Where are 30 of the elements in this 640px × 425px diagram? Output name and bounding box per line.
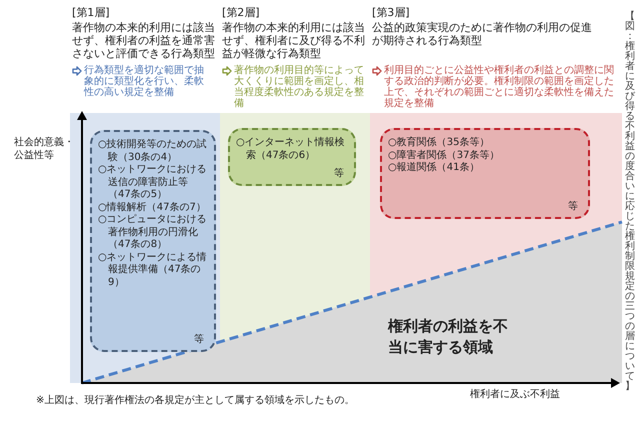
layer-description: 著作物の本来的利用には該当せず、権利者の利益を通常害さないと評価できる行為類型 xyxy=(72,21,216,60)
provision-item: ○ネットワークによる情報提供準備（47条の9） xyxy=(98,252,208,289)
layer-heading: [第2層] xyxy=(222,6,260,19)
provision-item: ○報道関係（41条） xyxy=(388,162,480,174)
region-label: 権利者の利益を不当に害する領域 xyxy=(388,316,514,358)
axis-label: 権利者に及ぶ不利益 xyxy=(470,388,561,401)
layer-description: 著作物の本来的利用には該当せず、権利者に及び得る不利益が軽微な行為類型 xyxy=(222,21,366,60)
provision-item: ○教育関係（35条等） xyxy=(388,137,490,150)
provision-item: ○障害者関係（37条等） xyxy=(388,150,500,162)
etc-text: 等 xyxy=(194,333,204,346)
layer-note: 行為類型を適切な範囲で抽象的に類型化を行い、柔軟性の高い規定を整備 xyxy=(84,65,205,98)
layer-note: 著作物の利用目的等によって大くくりに範囲を画定し、相当程度柔軟性のある規定を整備 xyxy=(234,65,365,109)
provision-item: ○インターネット情報検索（47条の6） xyxy=(236,137,346,162)
footnote: ※上図は、現行著作権法の各規定が主として属する領域を示したもの。 xyxy=(36,394,354,407)
layer-description: 公益的政策実現のために著作物の利用の促進が期待される行為類型 xyxy=(372,21,593,47)
etc-text: 等 xyxy=(568,200,578,213)
provision-item: ○情報解析（47条の7） xyxy=(98,202,207,214)
etc-text: 等 xyxy=(334,167,344,180)
axis-label: 社会的意義・公益性等 xyxy=(14,136,75,162)
provision-box xyxy=(90,130,216,352)
layer-heading: [第3層] xyxy=(372,6,410,19)
provision-item: ○ネットワークにおける送信の障害防止等（47条の5） xyxy=(98,164,208,202)
provision-item: ○コンピュータにおける著作物利用の円滑化（47条の8） xyxy=(98,214,208,252)
provision-item: ○技術開発等のための試験（30条の4） xyxy=(98,139,208,164)
provision-box xyxy=(380,128,590,219)
layer-heading: [第1層] xyxy=(72,6,110,19)
vertical-title: 【図：権利者に及び得る不利益の度合いに応じた権利制限規定の三つの層について】 xyxy=(624,12,636,392)
layer-band xyxy=(370,6,622,220)
provision-box xyxy=(228,128,356,186)
layer-note: 利用目的ごとに公益性や権利者の利益との調整に関する政治的判断が必要。権利制限の範囲を画定した上で、それぞれの範囲ごとに適切な柔軟性を備えた規定を整備 xyxy=(384,65,615,109)
